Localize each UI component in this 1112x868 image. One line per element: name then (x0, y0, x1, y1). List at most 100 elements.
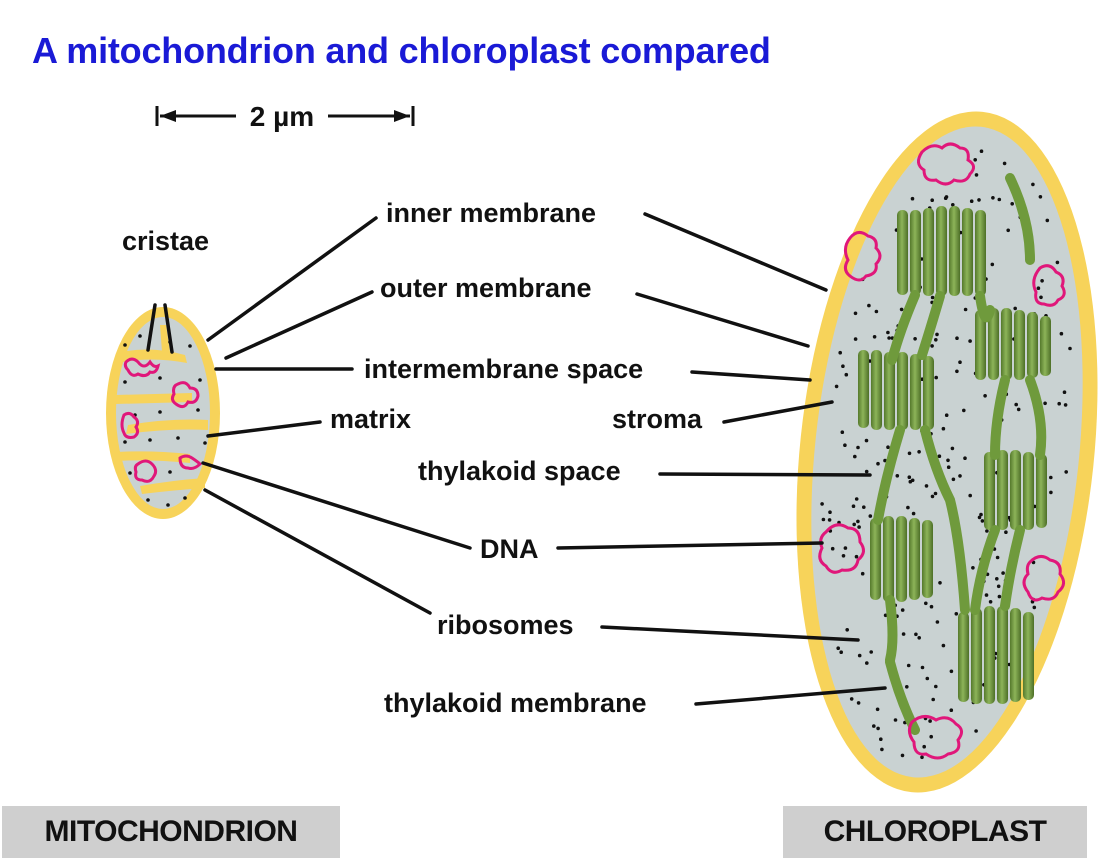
ribosome-dot (841, 364, 845, 369)
ribosome-dot (937, 454, 942, 459)
ribosome-dot (883, 613, 888, 618)
ribosome-dot (913, 337, 917, 341)
ribosome-dot (828, 510, 832, 514)
ribosome-dot (1010, 202, 1014, 206)
ribosome-dot (849, 697, 854, 701)
ribosome-dot (868, 514, 873, 518)
ribosome-dot (963, 456, 967, 461)
ribosome-dot (974, 173, 979, 177)
ribosome-dot (949, 708, 954, 712)
ribosome-dot (1063, 403, 1068, 407)
ribosome-dot (1036, 286, 1041, 291)
ribosome-dot (911, 511, 916, 516)
ribosome-dot (1039, 295, 1043, 300)
ribosome-dot (854, 554, 859, 559)
ribosome-dot (843, 546, 848, 550)
ribosome-dot (931, 697, 935, 702)
ribosome-dot (1068, 346, 1072, 351)
ribosome-dot (951, 203, 955, 207)
ribosome-dot (1043, 401, 1047, 406)
ribosome-dot (935, 620, 940, 624)
ribosome-dot (839, 650, 843, 654)
ribosome-dot (1032, 605, 1037, 610)
ribosome-dot (1049, 475, 1053, 480)
ribosome-dot (907, 451, 912, 456)
ribosome-dot (876, 726, 880, 731)
ribosome-dot (930, 295, 935, 300)
ribosome-dot (1013, 306, 1017, 311)
chloroplast-illustration (796, 111, 1098, 793)
ribosome-dot (935, 332, 939, 337)
ribosome-dot (830, 546, 835, 551)
ribosome-dot (883, 458, 887, 463)
ribosome-dot (985, 529, 989, 533)
ribosome-dot (900, 753, 905, 758)
chloroplast-label: CHLOROPLAST (783, 806, 1087, 858)
ribosome-dot (1055, 260, 1060, 265)
ribosome-dot (914, 632, 918, 637)
ribosome-dot (860, 571, 865, 576)
ribosome-dot (1062, 390, 1067, 395)
ribosome-dot (854, 497, 859, 501)
ribosome-dot (872, 335, 877, 339)
ribosome-dot (900, 608, 905, 612)
ribosome-dot (955, 369, 959, 374)
ribosome-dot (984, 593, 989, 597)
ribosome-dot (996, 584, 1001, 589)
ribosome-dot (1014, 402, 1018, 407)
ribosome-dot (997, 594, 1002, 599)
ribosome-dot (983, 394, 987, 398)
ribosome-dot (925, 676, 930, 681)
ribosome-dot (836, 646, 840, 650)
ribosome-dot (851, 504, 856, 509)
ribosome-dot (1031, 182, 1035, 187)
ribosome-dot (917, 450, 921, 454)
ribosome-dot (827, 518, 832, 522)
ribosome-dot (853, 311, 858, 316)
ribosome-dot (886, 445, 890, 450)
ribosome-dot (979, 149, 984, 153)
ribosome-dot (1006, 228, 1010, 233)
ribosome-dot (950, 446, 955, 451)
ribosome-dot (977, 198, 981, 202)
ribosome-dot (971, 566, 975, 570)
label-ribosomes: ribosomes (437, 610, 574, 640)
ribosome-dot (869, 650, 873, 654)
label-outer-membrane: outer membrane (380, 273, 592, 303)
mito-dna (120, 357, 203, 483)
label-inner-membrane: inner membrane (386, 198, 596, 228)
label-thylakoid-membrane: thylakoid membrane (384, 688, 647, 718)
ribosome-dot (875, 707, 880, 712)
ribosome-dot (988, 600, 993, 604)
ribosome-dot (906, 663, 911, 668)
mitochondrion-illustration (106, 307, 220, 519)
ribosome-dot (934, 684, 938, 689)
ribosome-dot (929, 734, 933, 739)
ribosome-dot (1004, 530, 1008, 534)
ribosome-dot (930, 344, 934, 348)
ribosome-dot (867, 303, 871, 308)
ribosome-dot (1001, 571, 1005, 575)
scale-bar-label: 2 µm (250, 101, 314, 132)
ribosome-dot (910, 196, 915, 201)
ribosome-dot (946, 465, 951, 470)
label-matrix: matrix (330, 404, 411, 434)
ribosome-dot (928, 719, 932, 723)
ribosome-dot (852, 522, 856, 527)
ribosome-dot (887, 336, 891, 340)
ribosome-dot (1002, 161, 1007, 166)
label-cristae: cristae (122, 226, 209, 256)
ribosome-dot (954, 612, 959, 616)
ribosome-dot (899, 307, 904, 312)
ribosome-dot (930, 494, 935, 499)
ribosome-dot (963, 307, 968, 312)
ribosome-dot (917, 636, 921, 640)
ribosome-dot (862, 505, 866, 510)
ribosome-dot (938, 581, 942, 585)
leader-lines (146, 212, 887, 706)
ribosome-dot (991, 196, 995, 200)
ribosome-dot (941, 643, 946, 648)
ribosome-dot (924, 601, 928, 606)
ribosome-dot (980, 519, 985, 523)
ribosome-dot (844, 372, 849, 377)
